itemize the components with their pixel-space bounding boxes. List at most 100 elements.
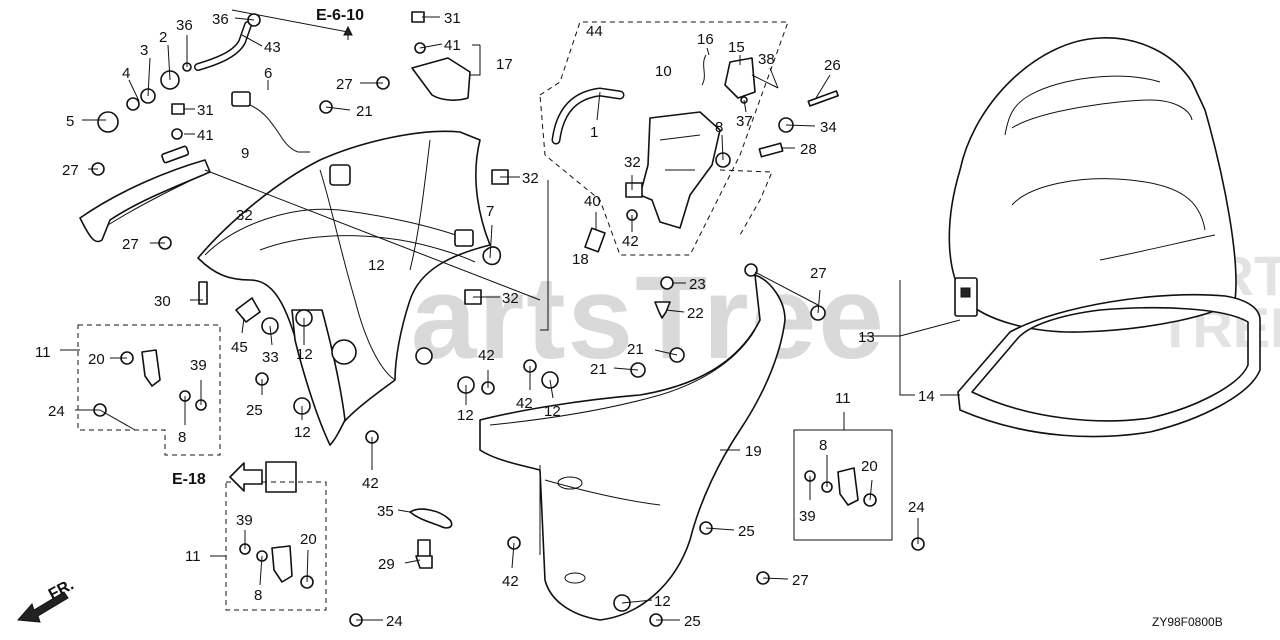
callout-3: 3 — [140, 42, 148, 59]
callout-8d: 8 — [254, 587, 262, 604]
callout-33: 33 — [262, 349, 279, 366]
callout-42b: 42 — [478, 347, 495, 364]
callout-12c: 12 — [457, 407, 474, 424]
callout-24a: 24 — [48, 403, 65, 420]
callout-28: 28 — [800, 141, 817, 158]
bolt-29 — [415, 539, 433, 569]
callout-12e: 12 — [654, 593, 671, 610]
callout-39b: 39 — [799, 508, 816, 525]
callout-36a: 36 — [176, 17, 193, 34]
nut-32c — [625, 182, 643, 198]
callout-17: 17 — [496, 56, 513, 73]
cable-6-connector — [231, 91, 251, 107]
screw-30 — [198, 281, 208, 305]
callout-34: 34 — [820, 119, 837, 136]
callout-11c: 11 — [185, 548, 201, 565]
callout-37: 37 — [736, 113, 753, 130]
callout-24b: 24 — [908, 499, 925, 516]
callout-15: 15 — [728, 39, 745, 56]
bracket-17 — [411, 57, 471, 101]
callout-42e: 42 — [622, 233, 639, 250]
callout-18: 18 — [572, 251, 589, 268]
knob-5 — [97, 111, 119, 133]
callout-12b: 12 — [294, 424, 311, 441]
callout-13: 13 — [858, 329, 875, 346]
callout-5: 5 — [66, 113, 74, 130]
callout-1: 1 — [590, 124, 598, 141]
callout-42a: 42 — [362, 475, 379, 492]
clip-7 — [482, 246, 502, 266]
upper-under-cover — [197, 130, 491, 441]
callout-31a: 31 — [444, 10, 461, 27]
callout-6: 6 — [264, 65, 272, 82]
callout-23: 23 — [689, 276, 706, 293]
clip-45 — [235, 297, 261, 323]
callout-20b: 20 — [861, 458, 878, 475]
hose-43-inner — [195, 22, 251, 70]
engine-cover — [948, 37, 1237, 333]
bolt-31b — [171, 103, 185, 115]
callout-32c: 32 — [624, 154, 641, 171]
callout-40: 40 — [584, 193, 601, 210]
callout-32a: 32 — [522, 170, 539, 187]
leader-lines — [60, 16, 961, 621]
callout-42d: 42 — [502, 573, 519, 590]
callout-27c: 27 — [122, 236, 139, 253]
pin-38 — [751, 74, 779, 89]
callout-27a: 27 — [336, 76, 353, 93]
front-arrow — [16, 591, 69, 623]
washer-23 — [660, 276, 674, 290]
latch-11a — [141, 349, 161, 387]
callout-20c: 20 — [300, 531, 317, 548]
callout-22: 22 — [687, 305, 704, 322]
callout-38: 38 — [758, 51, 775, 68]
callout-35: 35 — [377, 503, 394, 520]
callout-25c: 25 — [684, 613, 701, 630]
callout-27e: 27 — [792, 572, 809, 589]
ref-e610: E-6-10 — [316, 7, 364, 24]
latch-11b — [837, 467, 859, 506]
callout-2: 2 — [159, 29, 167, 46]
callout-44: 44 — [586, 23, 603, 40]
callout-4: 4 — [122, 65, 130, 82]
callout-12f: 12 — [368, 257, 385, 274]
callout-27b: 27 — [62, 162, 79, 179]
latch-15 — [724, 57, 756, 99]
latch-11c — [271, 545, 293, 583]
callout-20a: 20 — [88, 351, 105, 368]
collar-40 — [584, 227, 606, 253]
clip-35 — [409, 508, 453, 529]
callout-19: 19 — [745, 443, 762, 460]
cover-seal — [957, 293, 1261, 438]
pin-22 — [654, 301, 671, 319]
callout-8c: 8 — [819, 437, 827, 454]
spring-16 — [701, 54, 707, 86]
cable-6 — [241, 101, 299, 153]
callout-43: 43 — [264, 39, 281, 56]
grommet-12g — [415, 347, 433, 365]
callout-9: 9 — [241, 145, 249, 162]
callout-16: 16 — [697, 31, 714, 48]
ref-front: FR. — [46, 576, 77, 603]
grommet-27f — [744, 263, 758, 277]
callout-25a: 25 — [246, 402, 263, 419]
bolt-26 — [807, 90, 839, 107]
callout-8a: 8 — [178, 429, 186, 446]
callout-32b: 32 — [502, 290, 519, 307]
callout-45: 45 — [231, 339, 248, 356]
callout-7: 7 — [486, 203, 494, 220]
callout-21a: 21 — [356, 103, 373, 120]
callout-14: 14 — [918, 388, 935, 405]
arrow-e610 — [343, 25, 353, 36]
latch-11c-ref — [265, 461, 297, 493]
callout-21b: 21 — [627, 341, 644, 358]
grommet-12f — [331, 339, 357, 365]
callout-11a: 11 — [35, 344, 51, 361]
callout-25b: 25 — [738, 523, 755, 540]
callout-10: 10 — [655, 63, 672, 80]
arrow-e18 — [229, 462, 263, 492]
callout-24c: 24 — [386, 613, 403, 630]
callout-11b: 11 — [835, 390, 851, 407]
callout-39c: 39 — [236, 512, 253, 529]
